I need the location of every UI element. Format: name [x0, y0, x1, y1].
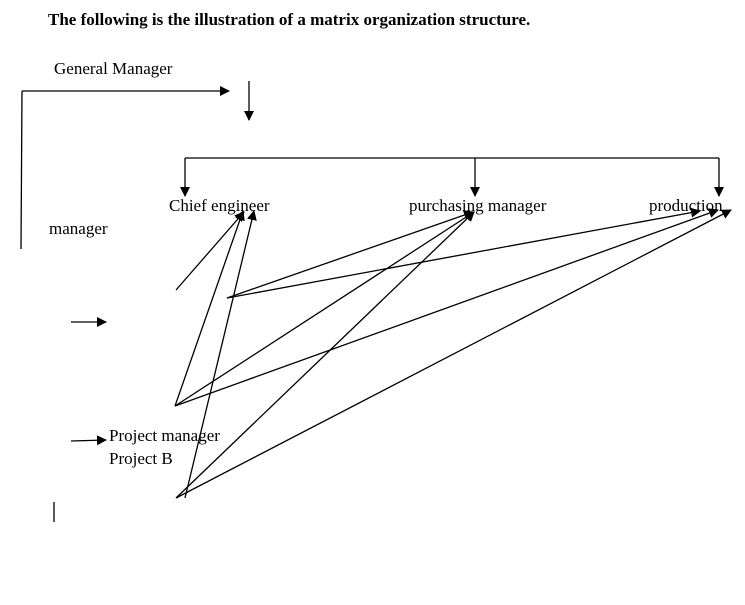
line-p2-to-production — [175, 209, 732, 499]
short-line-to-chief — [175, 211, 245, 291]
diagram-heading: The following is the illustration of a m… — [48, 10, 531, 29]
line-p1-to-purchasing — [174, 211, 475, 407]
project-manager-label: Project manager — [109, 426, 220, 445]
line-p1-to-production — [174, 208, 719, 407]
line-p1-to-chief — [174, 210, 245, 407]
manager-label: manager — [49, 219, 108, 238]
arrow-project-b — [70, 435, 107, 446]
line-mid-to-purchasing — [226, 210, 474, 299]
production-label: production — [649, 196, 723, 215]
purchasing-manager-label: purchasing manager — [409, 196, 547, 215]
general-manager-label: General Manager — [54, 59, 173, 78]
project-b-label: Project B — [109, 449, 173, 468]
line-mid-to-production — [226, 207, 701, 299]
left-vertical-line — [20, 90, 23, 250]
line-p2-to-purchasing — [175, 211, 475, 499]
line-p2-to-chief — [184, 210, 257, 499]
